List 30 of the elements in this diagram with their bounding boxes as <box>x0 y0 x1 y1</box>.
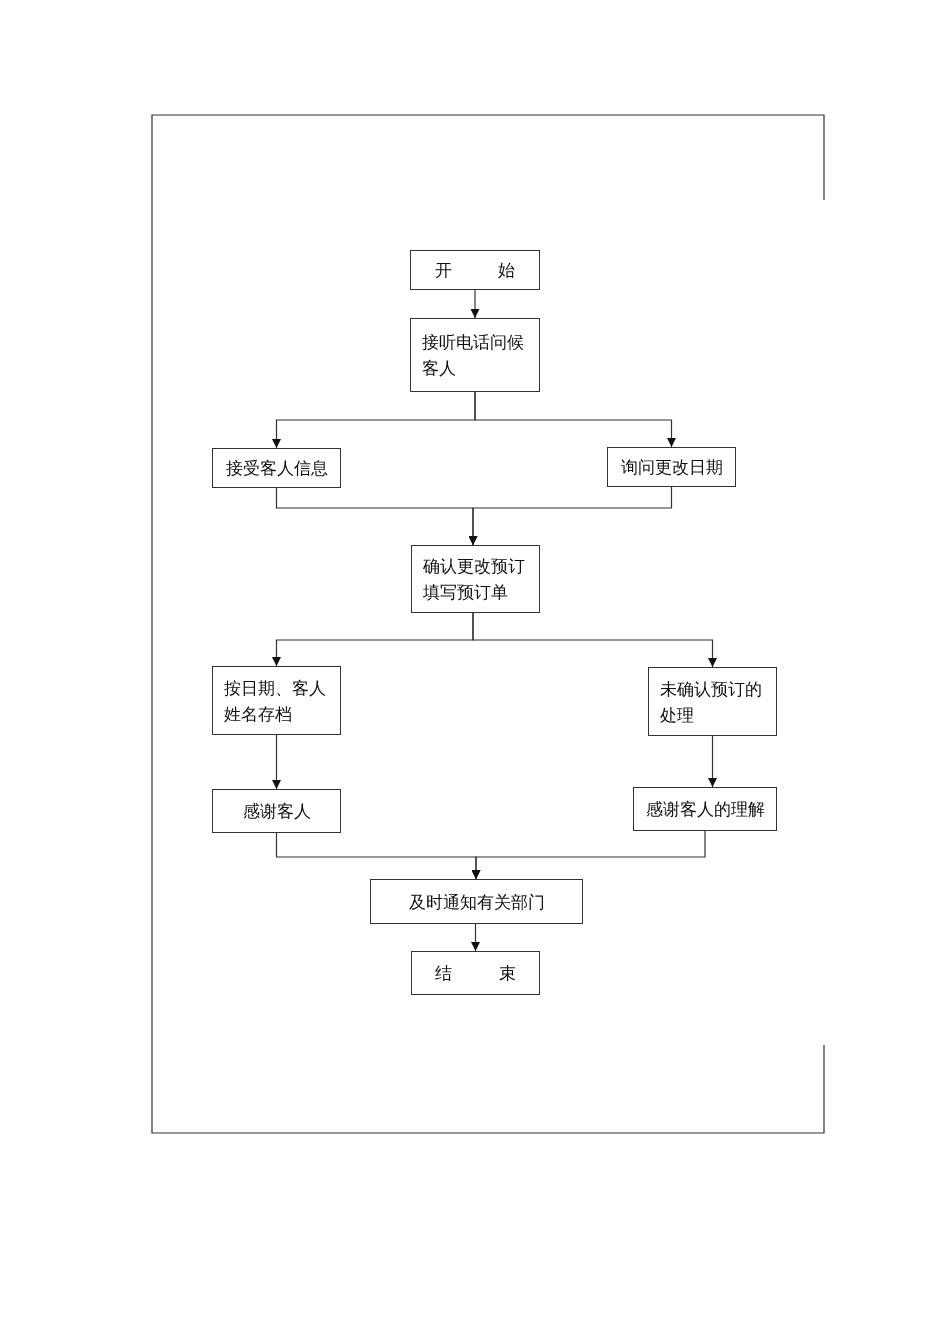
process-box <box>411 545 540 613</box>
process-box <box>212 789 341 833</box>
box-text: 未确认预订的处理 <box>660 677 763 727</box>
box-text: 接听电话问候客人 <box>422 331 525 380</box>
box-text: 询问更改日期 <box>620 456 723 479</box>
process-box <box>633 787 777 831</box>
box-text: 开 始 <box>434 259 516 282</box>
process-box <box>370 879 583 924</box>
process-box <box>410 250 540 290</box>
arrow <box>470 289 480 319</box>
process-box <box>212 666 341 735</box>
box-text: 感谢客人的理解 <box>645 798 765 821</box>
arrow <box>468 486 673 546</box>
arrow <box>708 735 717 788</box>
arrow <box>471 830 706 880</box>
arrow <box>471 923 480 952</box>
box-text: 感谢客人 <box>242 800 311 823</box>
box-text: 接受客人信息 <box>225 457 328 480</box>
box-text: 按日期、客人姓名存档 <box>224 676 327 726</box>
arrow <box>272 734 281 790</box>
box-text: 结 束 <box>435 962 516 985</box>
box-text: 确认更改预订填写预订单 <box>423 555 526 604</box>
process-box <box>607 447 736 487</box>
arrow <box>474 391 676 448</box>
arrow <box>472 612 717 668</box>
process-box <box>410 318 540 392</box>
process-box <box>212 448 341 488</box>
process-box <box>411 951 540 995</box>
process-box <box>648 667 777 736</box>
box-text: 及时通知有关部门 <box>408 890 545 914</box>
